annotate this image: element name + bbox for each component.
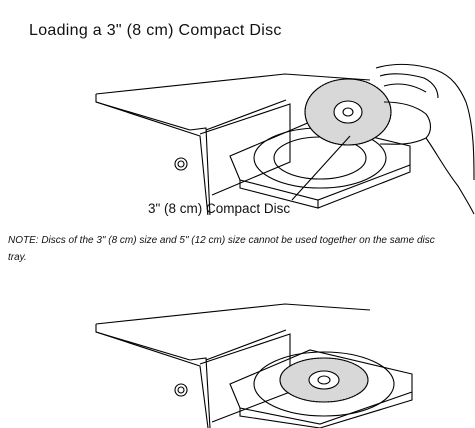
- disc-callout-label: 3" (8 cm) Compact Disc: [148, 201, 291, 216]
- page-title: Loading a 3" (8 cm) Compact Disc: [29, 22, 282, 39]
- illustration-loading-3in-disc: [95, 63, 475, 215]
- illustration-disc-in-tray: [95, 303, 413, 428]
- note-text: NOTE: Discs of the 3" (8 cm) size and 5"…: [8, 235, 435, 263]
